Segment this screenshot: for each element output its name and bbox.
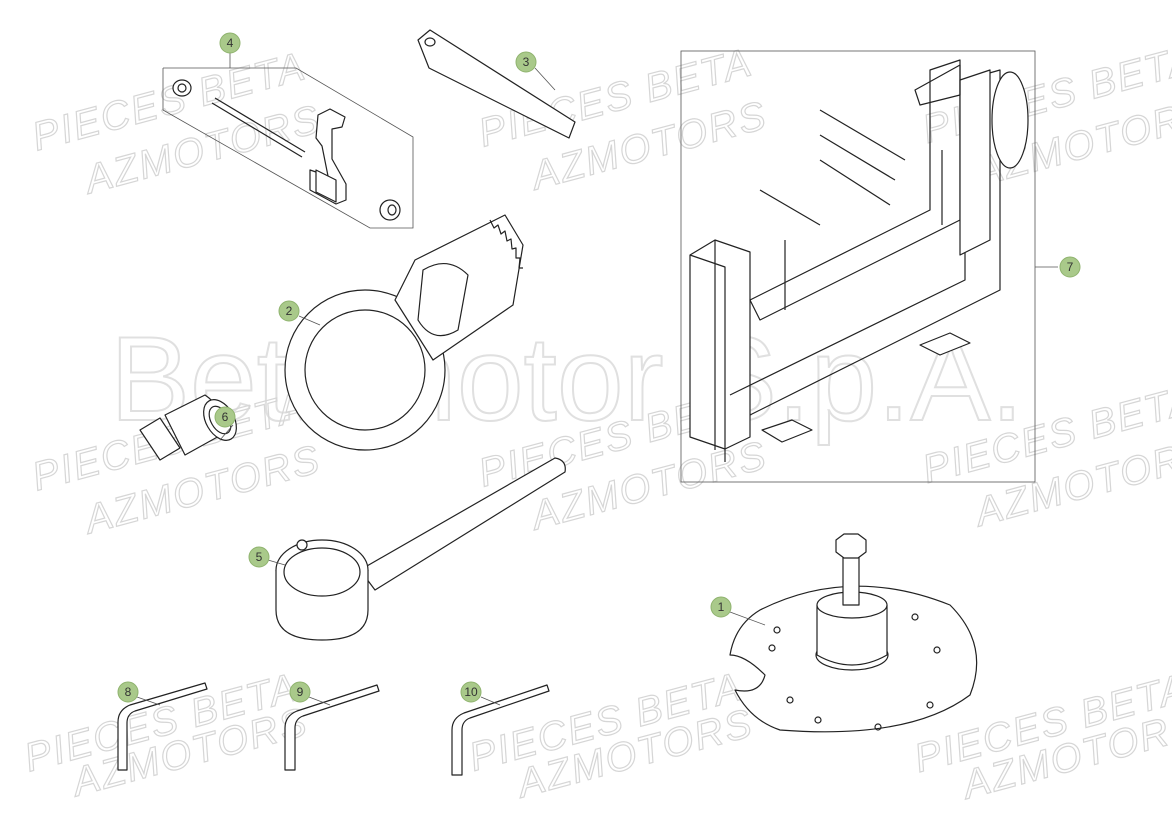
- svg-text:6: 6: [222, 410, 229, 424]
- part-8-hex-key[interactable]: [117, 682, 208, 771]
- callout-6[interactable]: 6: [214, 406, 236, 428]
- callout-7[interactable]: 7: [1059, 256, 1081, 278]
- leader-lines: [136, 67, 766, 706]
- svg-text:3: 3: [523, 55, 530, 69]
- svg-text:1: 1: [718, 600, 725, 614]
- svg-text:4: 4: [227, 36, 234, 50]
- part-10-hex-key[interactable]: [451, 684, 550, 776]
- callout-9[interactable]: 9: [289, 681, 311, 703]
- callout-8[interactable]: 8: [117, 681, 139, 703]
- part-2-toothed-wrench[interactable]: [284, 214, 524, 451]
- part-9-hex-key[interactable]: [284, 684, 380, 771]
- brand-watermark: Betamotor S.p.A.: [110, 312, 1024, 446]
- part-5-ring-spanner[interactable]: [275, 457, 566, 641]
- part-7-engine-stand[interactable]: [680, 50, 1058, 483]
- svg-text:5: 5: [256, 550, 263, 564]
- part-4-bracket-kit[interactable]: [162, 52, 414, 229]
- callout-2[interactable]: 2: [278, 300, 300, 322]
- svg-text:9: 9: [297, 685, 304, 699]
- callout-1[interactable]: 1: [710, 596, 732, 618]
- callout-3[interactable]: 3: [515, 51, 537, 73]
- svg-text:7: 7: [1067, 260, 1074, 274]
- callout-5[interactable]: 5: [248, 546, 270, 568]
- part-3-strap-wrench[interactable]: [417, 29, 576, 139]
- svg-text:2: 2: [286, 304, 293, 318]
- callout-4[interactable]: 4: [219, 32, 241, 54]
- svg-text:10: 10: [464, 685, 478, 699]
- part-1-flywheel-plate[interactable]: [729, 533, 978, 733]
- svg-text:8: 8: [125, 685, 132, 699]
- callout-10[interactable]: 10: [460, 681, 482, 703]
